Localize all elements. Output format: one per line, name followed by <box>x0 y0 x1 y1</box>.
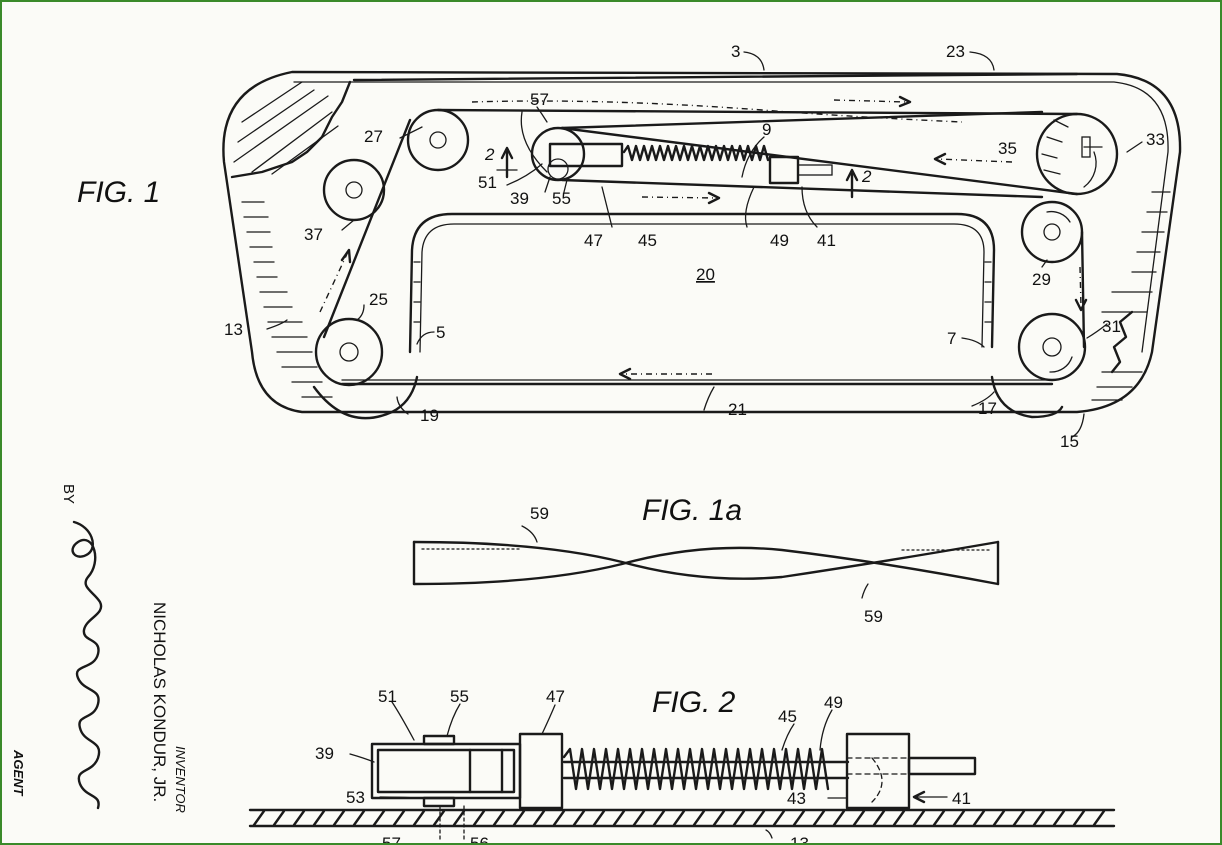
ref-37: 37 <box>304 225 323 244</box>
fig1-labels: FIG. 1 3 23 57 9 27 35 33 2 2 51 39 55 3… <box>77 42 1165 451</box>
roller-33 <box>1035 112 1119 196</box>
fig1a-title: FIG. 1a <box>642 494 742 527</box>
inventor-label: INVENTOR <box>173 746 188 813</box>
ref-13: 13 <box>224 320 243 339</box>
roller-31 <box>1017 312 1087 382</box>
ref-2a: 2 <box>484 145 495 164</box>
f2-ref-51: 51 <box>378 687 397 706</box>
f2-ref-41: 41 <box>952 789 971 808</box>
ref-15: 15 <box>1060 432 1079 451</box>
fig2-spring-detail: FIG. 2 <box>248 686 1116 843</box>
fig1-belt <box>322 72 1086 386</box>
ref-39: 39 <box>510 189 529 208</box>
fig1a-twisted-belt: FIG. 1a 59 59 <box>412 494 1000 626</box>
ref-35: 35 <box>998 139 1017 158</box>
roller-39 <box>530 126 586 182</box>
ref-23: 23 <box>946 42 965 61</box>
inventor-name: NICHOLAS KONDUR, JR. <box>150 602 169 802</box>
fig1-title: FIG. 1 <box>77 176 160 209</box>
fig1-spring-assembly <box>548 142 833 185</box>
ref-7: 7 <box>947 329 956 348</box>
ref-9: 9 <box>762 120 771 139</box>
ref-49: 49 <box>770 231 789 250</box>
f2-ref-47: 47 <box>546 687 565 706</box>
ref-41: 41 <box>817 231 836 250</box>
ref-51: 51 <box>478 173 497 192</box>
f2-ref-55: 55 <box>450 687 469 706</box>
agent-signature <box>71 520 103 810</box>
ref-59-bottom: 59 <box>864 607 883 626</box>
ref-29: 29 <box>1032 270 1051 289</box>
ref-59-top: 59 <box>530 504 549 523</box>
f2-ref-43: 43 <box>787 789 806 808</box>
fig2-title: FIG. 2 <box>652 686 736 719</box>
ref-5: 5 <box>436 323 445 342</box>
roller-27 <box>406 108 470 172</box>
ref-57: 57 <box>530 90 549 109</box>
ref-45: 45 <box>638 231 657 250</box>
ref-21: 21 <box>728 400 747 419</box>
f2-ref-49: 49 <box>824 693 843 712</box>
ref-55: 55 <box>552 189 571 208</box>
fig1-arrows <box>319 95 1097 381</box>
roller-25 <box>314 317 384 387</box>
ref-31: 31 <box>1102 317 1121 336</box>
ref-3: 3 <box>731 42 740 61</box>
fig1-leaders <box>266 51 1143 438</box>
ref-25: 25 <box>369 290 388 309</box>
f2-ref-39: 39 <box>315 744 334 763</box>
fig2-labels: 51 55 47 45 49 39 53 43 41 57 56 13 <box>315 687 971 843</box>
f2-ref-53: 53 <box>346 788 365 807</box>
f2-ref-45: 45 <box>778 707 797 726</box>
ref-17: 17 <box>978 399 997 418</box>
ref-2b: 2 <box>861 167 872 186</box>
ref-27: 27 <box>364 127 383 146</box>
ref-47: 47 <box>584 231 603 250</box>
f2-ref-56: 56 <box>470 834 489 843</box>
inventor-margin: BY NICHOLAS KONDUR, JR. INVENTOR AGENT <box>11 484 188 813</box>
by-label: BY <box>60 484 77 504</box>
fig1-housing <box>222 70 1182 420</box>
ref-20: 20 <box>696 265 715 284</box>
agent-label: AGENT <box>11 749 26 797</box>
f2-ref-13: 13 <box>790 834 809 843</box>
ref-19: 19 <box>420 406 439 425</box>
ref-33: 33 <box>1146 130 1165 149</box>
f2-ref-57: 57 <box>382 834 401 843</box>
